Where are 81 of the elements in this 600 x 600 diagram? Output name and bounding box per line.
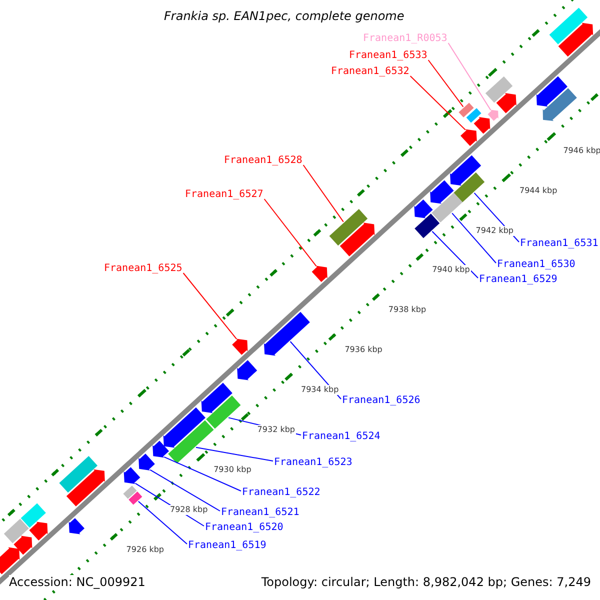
tick-label: 7934 kbp	[300, 385, 340, 396]
gene-feature	[124, 467, 140, 484]
gene-feature	[450, 155, 482, 186]
diagram-title: Frankia sp. EAN1pec, complete genome	[164, 9, 404, 24]
gene-feature	[152, 440, 169, 458]
gene-feature	[542, 88, 577, 121]
gene-feature	[68, 518, 84, 534]
gene-label: Franean1_6523	[274, 457, 352, 469]
gene-label: Franean1_6531	[520, 238, 598, 250]
tick-label: 7928 kbp	[169, 505, 209, 516]
leader-line	[432, 230, 478, 278]
gene-label: Franean1_6525	[104, 263, 182, 275]
leader-line	[448, 42, 492, 111]
gene-feature	[488, 110, 498, 121]
gene-feature	[14, 536, 32, 555]
gene-label: Franean1_6519	[188, 540, 266, 552]
gene-feature	[20, 503, 46, 528]
gene-label: Franean1_6520	[205, 522, 284, 534]
gene-feature	[163, 407, 206, 448]
tick-label: 7932 kbp	[256, 425, 296, 436]
gene-feature	[29, 522, 48, 540]
gene-feature	[232, 338, 248, 355]
tick-label: 7930 kbp	[212, 465, 252, 476]
gene-label: Franean1_6532	[331, 66, 410, 78]
tick-label: 7942 kbp	[474, 226, 514, 236]
gene-feature	[536, 76, 568, 107]
gene-feature	[474, 117, 490, 134]
leader-line	[302, 164, 344, 222]
leader-line	[264, 198, 317, 267]
gene-feature	[558, 22, 594, 57]
tick-label: 7944 kbp	[518, 186, 558, 196]
gene-feature	[432, 192, 462, 222]
gene-feature	[0, 547, 20, 574]
leader-line	[410, 76, 466, 130]
tick-label: 7936 kbp	[344, 345, 384, 356]
gene-label: Franean1_6533	[349, 50, 428, 62]
gene-feature	[59, 456, 98, 493]
gene-feature	[414, 200, 433, 218]
gene-feature	[458, 102, 474, 118]
accession-text: Accession: NC_009921	[9, 575, 146, 589]
gene-label: Franean1_R0053	[363, 33, 448, 45]
gene-feature	[128, 492, 142, 505]
gene-feature	[123, 486, 137, 499]
gene-feature	[4, 518, 29, 544]
tick-label: 7938 kbp	[387, 305, 428, 316]
gene-label: Franean1_6524	[302, 431, 380, 443]
gene-feature	[237, 360, 258, 380]
gene-feature	[66, 469, 105, 506]
leader-line	[150, 469, 220, 512]
gene-feature	[414, 214, 440, 238]
gene-feature	[201, 382, 232, 414]
tick-label: 7926 kbp	[125, 545, 165, 556]
gene-feature	[329, 209, 368, 246]
gene-feature	[549, 8, 588, 44]
leader-line	[164, 456, 242, 492]
gene-label: Franean1_6526	[342, 395, 420, 407]
gene-feature	[454, 172, 485, 202]
gene-label: Franean1_6527	[185, 189, 264, 201]
gene-feature	[485, 76, 513, 103]
gene-feature	[496, 93, 516, 114]
gene-feature	[312, 266, 328, 282]
gene-label: Franean1_6521	[221, 507, 300, 519]
leader-line	[196, 446, 274, 462]
gene-label: Franean1_6528	[224, 155, 302, 167]
leader-line	[138, 500, 188, 544]
leader-line	[182, 272, 238, 340]
leader-line	[452, 212, 496, 264]
gene-feature	[430, 180, 454, 204]
genome-info-text: Topology: circular; Length: 8,982,042 bp; Genes: 7,249	[261, 575, 591, 589]
leader-line	[428, 60, 464, 108]
gene-feature	[206, 396, 241, 429]
gene-feature	[466, 108, 482, 123]
gene-feature	[460, 129, 477, 146]
gene-label: Franean1_6529	[479, 274, 558, 286]
gene-feature	[340, 222, 375, 256]
gene-label: Franean1_6530	[497, 259, 576, 271]
gene-feature	[168, 420, 214, 464]
gene-label: Franean1_6522	[242, 487, 320, 499]
tick-label: 7940 kbp	[431, 265, 471, 276]
gene-feature	[138, 454, 155, 470]
gene-feature	[264, 312, 310, 356]
